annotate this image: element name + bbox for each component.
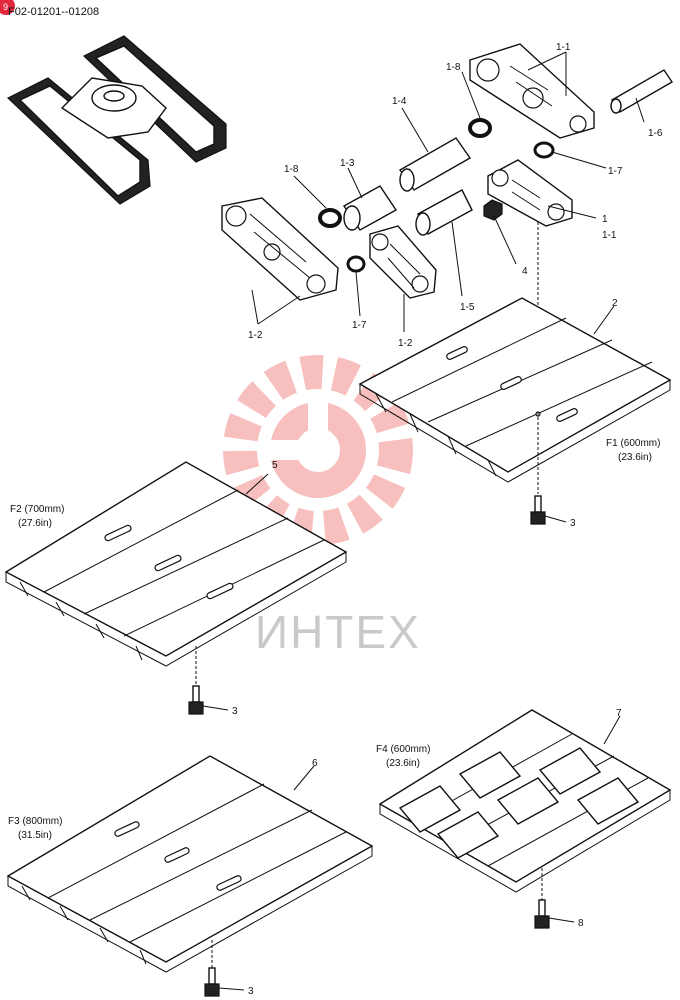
f1-width-label: F1 (600mm): [606, 438, 660, 449]
label-1-2-mid: 1-2: [398, 338, 413, 349]
leader-5: [245, 473, 269, 495]
bolt-3-f3: [204, 940, 245, 997]
track-link-1-2-left: [221, 197, 339, 301]
shoe-f3-slot: [164, 847, 190, 863]
track-link-1: [487, 159, 573, 227]
f4-width-label: F4 (600mm): [376, 744, 430, 755]
shoe-f2-slot: [206, 582, 234, 600]
watermark-text: ИНТЕХ: [255, 606, 421, 658]
part-labels: 1-1 1-8 1-4 1-3 1-8 1-6 1-7 1 1-1 4 1-5 …: [232, 42, 663, 997]
label-1-2-left: 1-2: [248, 330, 263, 341]
label-6: 6: [312, 758, 318, 769]
seal-1-8-top: [468, 118, 492, 138]
seal-1-8-left: [318, 208, 342, 228]
label-1-1b: 1-1: [602, 230, 617, 241]
bushing-1-5: [415, 189, 473, 236]
label-3-f2: 3: [232, 706, 238, 717]
link-assembly: [221, 43, 673, 301]
label-1: 1: [602, 214, 608, 225]
label-1-7-left: 1-7: [352, 320, 367, 331]
nut-4: [483, 199, 503, 221]
label-4: 4: [522, 266, 528, 277]
bushing-1-3: [342, 185, 398, 231]
seal-1-7-right: [533, 141, 555, 159]
track-shoe-f4: [378, 709, 672, 893]
f3-width-inches: (31.5in): [18, 830, 52, 841]
label-1-8-left: 1-8: [284, 164, 299, 175]
track-shoe-f2: [4, 461, 348, 667]
label-1-1: 1-1: [556, 42, 571, 53]
shoe-f3-slot: [114, 821, 140, 837]
leader-6: [293, 765, 315, 791]
seal-1-7-left: [346, 255, 366, 273]
label-1-7-right: 1-7: [608, 166, 623, 177]
bushing-1-4: [398, 137, 472, 192]
f4-width-inches: (23.6in): [386, 758, 420, 769]
track-link-1-1: [469, 43, 595, 139]
shoe-f1-slot: [446, 346, 468, 360]
diagram-code: F02-01201--01208: [8, 6, 99, 18]
bolt-8-f4: [534, 868, 575, 929]
watermark-gear-logo: [223, 355, 413, 545]
label-1-8-top: 1-8: [446, 62, 461, 73]
leader-2: [593, 305, 615, 335]
shoe-f1-slot: [556, 408, 578, 422]
header: 9 F02-01201--01208: [0, 0, 99, 18]
page-badge: [0, 0, 15, 15]
bolt-3-f2: [188, 646, 229, 715]
label-3-f3: 3: [248, 986, 254, 997]
track-shoe-f1: [358, 297, 672, 483]
page-badge-number: 9: [3, 2, 8, 12]
f2-width-label: F2 (700mm): [10, 504, 64, 515]
label-1-3: 1-3: [340, 158, 355, 169]
shoe-width-labels: F1 (600mm) (23.6in) F2 (700mm) (27.6in) …: [8, 438, 660, 841]
label-1-5: 1-5: [460, 302, 475, 313]
f3-width-label: F3 (800mm): [8, 816, 62, 827]
pin-1-6: [610, 69, 673, 114]
shoe-f2-slot: [104, 524, 132, 542]
label-8: 8: [578, 918, 584, 929]
label-5: 5: [272, 460, 278, 471]
label-1-6: 1-6: [648, 128, 663, 139]
shoe-f2-slot: [154, 554, 182, 572]
label-1-4: 1-4: [392, 96, 407, 107]
f1-width-inches: (23.6in): [618, 452, 652, 463]
track-shoe-f3: [6, 755, 374, 973]
shoe-f3-slot: [216, 875, 242, 891]
f2-width-inches: (27.6in): [18, 518, 52, 529]
label-7: 7: [616, 708, 622, 719]
label-2: 2: [612, 298, 618, 309]
track-frame-illustration: [6, 35, 227, 205]
label-3-f1: 3: [570, 518, 576, 529]
bolt-3-f1: [530, 412, 567, 525]
shoe-f1-slot: [500, 376, 522, 390]
track-link-1-2-mid: [369, 225, 437, 299]
leader-7: [603, 715, 621, 745]
